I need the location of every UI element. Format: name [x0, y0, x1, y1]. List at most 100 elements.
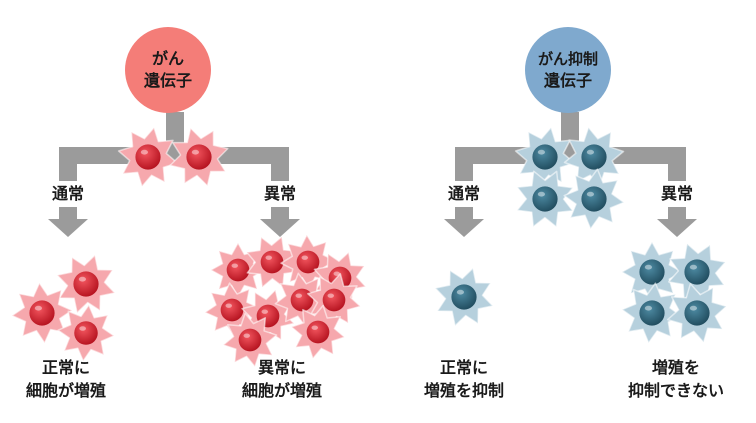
cell-nucleus — [451, 284, 477, 310]
arrow-head-abnormal — [657, 219, 697, 237]
cancer-gene-label-line2: 遺伝子 — [144, 71, 192, 90]
cell-nucleus-highlight — [301, 255, 309, 260]
cell-nucleus — [532, 144, 558, 170]
cell-nucleus — [639, 259, 665, 285]
cell-nucleus — [29, 300, 55, 326]
cell-nucleus-highlight — [78, 276, 86, 282]
cell-nucleus — [532, 186, 558, 212]
connector-drop-abnormal — [271, 147, 289, 181]
cell — [666, 282, 728, 344]
cancer-gene-label-line1: がん — [152, 49, 184, 68]
cell-nucleus-highlight — [295, 293, 303, 298]
cell-nucleus — [684, 300, 710, 326]
cell — [434, 267, 494, 327]
left-branch-abnormal-label: 異常 — [264, 184, 296, 203]
arrow-shaft-abnormal — [668, 207, 686, 219]
cell-nucleus-highlight — [265, 255, 273, 260]
right-branch-abnormal-label: 異常 — [661, 184, 693, 203]
cell-nucleus-highlight — [689, 305, 698, 311]
left-connector — [48, 112, 300, 237]
cell — [563, 126, 625, 188]
arrow-shaft-normal — [455, 207, 473, 219]
cell-nucleus-highlight — [225, 303, 232, 308]
cell-nucleus — [290, 288, 314, 312]
right-branch-normal-label: 通常 — [448, 184, 480, 203]
cell-nucleus-highlight — [79, 326, 86, 331]
tumor-suppressor-gene-bubble — [525, 27, 611, 113]
cell — [117, 126, 179, 188]
cell — [56, 254, 116, 314]
right-panel: がん抑制 遺伝子 通常 異常 正常に 増殖を抑制 増殖を 抑制できない — [424, 27, 728, 400]
cell-nucleus — [220, 298, 244, 322]
tumor-suppressor-gene-label-line2: 遺伝子 — [544, 71, 592, 90]
cell — [246, 236, 298, 288]
connector-drop-abnormal — [668, 147, 686, 181]
arrow-head-normal — [444, 219, 484, 237]
right-normal-cell — [434, 267, 494, 327]
right-result-abnormal-line1: 増殖を — [652, 358, 700, 377]
cell — [514, 126, 576, 188]
cell-nucleus-highlight — [243, 333, 250, 338]
cell — [621, 282, 683, 344]
cell — [222, 312, 278, 368]
cell-nucleus-highlight — [537, 191, 546, 197]
right-abnormal-cell-cluster — [621, 241, 728, 344]
left-normal-cell-cluster — [11, 254, 116, 362]
cell-nucleus — [73, 271, 99, 297]
right-result-abnormal-line2: 抑制できない — [628, 381, 724, 400]
cell-nucleus — [226, 258, 250, 282]
cell-nucleus — [322, 288, 346, 312]
cell-nucleus — [186, 144, 212, 170]
connector-bar — [59, 147, 289, 164]
cell-nucleus — [581, 144, 607, 170]
cell-nucleus-highlight — [311, 325, 319, 330]
arrow-shaft-abnormal — [271, 207, 289, 219]
left-result-normal-line1: 正常に — [42, 358, 90, 377]
tumor-suppressor-gene-label-line1: がん抑制 — [538, 50, 598, 68]
right-result-normal-line1: 正常に — [440, 358, 488, 377]
cell — [621, 241, 683, 303]
cell-nucleus-highlight — [537, 149, 546, 155]
left-source-cells — [117, 126, 229, 188]
cell-nucleus-highlight — [644, 305, 653, 311]
cell-nucleus-highlight — [34, 305, 43, 311]
cell-nucleus-highlight — [140, 149, 148, 155]
cell-nucleus-highlight — [191, 149, 199, 155]
cell-nucleus — [581, 186, 607, 212]
cell-nucleus — [306, 320, 330, 344]
cell-nucleus — [260, 250, 284, 274]
left-result-abnormal-line2: 細胞が増殖 — [242, 381, 322, 400]
cell-nucleus-highlight — [456, 289, 464, 295]
left-panel: がん 遺伝子 通常 異常 正常に 細胞が増殖 異常に 細胞が増殖 — [11, 27, 367, 400]
cell-nucleus — [639, 300, 665, 326]
connector-drop-normal — [59, 147, 77, 181]
cell-nucleus — [684, 259, 710, 285]
cell-nucleus-highlight — [231, 263, 238, 268]
cell — [516, 170, 574, 228]
left-result-normal-line2: 細胞が増殖 — [26, 381, 106, 400]
arrow-head-abnormal — [260, 219, 300, 237]
cell-nucleus-highlight — [327, 293, 335, 298]
arrow-head-normal — [48, 219, 88, 237]
left-abnormal-cell-cluster — [204, 234, 367, 368]
connector-bar — [455, 147, 686, 164]
right-result-normal-line2: 増殖を抑制 — [424, 381, 504, 400]
cell — [563, 168, 625, 230]
cell-nucleus-highlight — [586, 149, 595, 155]
cell-nucleus-highlight — [261, 309, 269, 314]
cell-nucleus — [238, 328, 262, 352]
cell — [57, 304, 115, 362]
arrow-shaft-normal — [59, 207, 77, 219]
cell-nucleus — [74, 321, 98, 345]
connector-drop-normal — [455, 147, 473, 181]
cell — [11, 282, 73, 344]
left-result-abnormal-line1: 異常に — [258, 358, 306, 377]
cell-nucleus-highlight — [644, 264, 653, 270]
left-branch-normal-label: 通常 — [52, 184, 84, 203]
cell — [290, 304, 346, 360]
cell-nucleus — [296, 250, 320, 274]
cell — [169, 127, 229, 187]
cell-nucleus-highlight — [586, 191, 595, 197]
cell-nucleus — [135, 144, 161, 170]
